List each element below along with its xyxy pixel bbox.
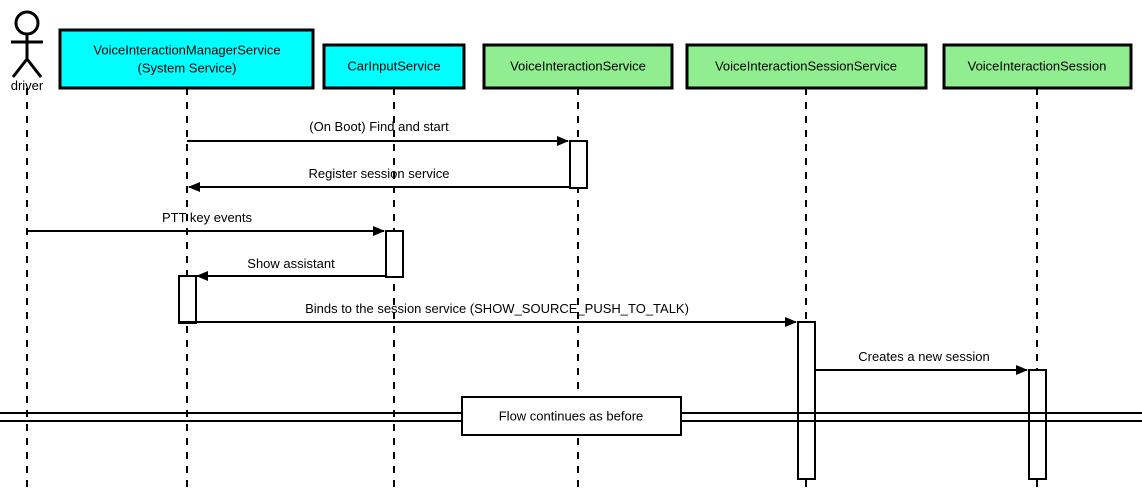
message-creates-a-new-session-label: Creates a new session xyxy=(858,349,990,364)
message-binds-to-session-service[interactable]: Binds to the session service (SHOW_SOURC… xyxy=(179,301,797,327)
participant-carinputservice-label: CarInputService xyxy=(347,58,440,73)
participant-voiceinteractionsessionservice[interactable]: VoiceInteractionSessionService xyxy=(685,43,928,90)
message-binds-to-session-service-label: Binds to the session service (SHOW_SOURC… xyxy=(305,301,689,316)
participant-vims-label-line1: VoiceInteractionManagerService xyxy=(93,42,280,57)
actor-left-leg-icon xyxy=(11,58,29,78)
message-ptt-key-events-label: PTT key events xyxy=(162,210,253,225)
note-flow-continues[interactable]: Flow continues as before xyxy=(461,396,682,436)
participant-voiceinteractionsessionservice-box[interactable] xyxy=(685,43,928,90)
note-flow-continues-label: Flow continues as before xyxy=(499,408,644,423)
actor-driver[interactable]: driver xyxy=(11,10,44,93)
actor-head-icon xyxy=(14,10,40,36)
message-show-assistant-label: Show assistant xyxy=(247,256,335,271)
participant-voiceinteractionservice[interactable]: VoiceInteractionService xyxy=(482,43,674,90)
message-show-assistant[interactable]: Show assistant xyxy=(196,256,386,281)
message-register-session-service-label: Register session service xyxy=(309,166,450,181)
message-ptt-key-events[interactable]: PTT key events xyxy=(27,210,385,236)
message-on-boot-find-and-start-label: (On Boot) Find and start xyxy=(309,119,449,134)
activation-carinputservice xyxy=(385,230,404,278)
message-creates-a-new-session[interactable]: Creates a new session xyxy=(815,349,1028,375)
participant-vims-label-line2: (System Service) xyxy=(138,60,237,75)
flow-divider xyxy=(0,412,1142,422)
participant-vims-box[interactable] xyxy=(58,28,315,90)
participant-voiceinteractionservice-label: VoiceInteractionService xyxy=(510,58,646,73)
note-flow-continues-box[interactable] xyxy=(461,396,682,436)
participant-carinputservice-box[interactable] xyxy=(322,43,466,90)
activation-vims xyxy=(178,275,197,324)
actor-driver-label: driver xyxy=(11,78,44,93)
participant-voiceinteractionsession[interactable]: VoiceInteractionSession xyxy=(942,43,1133,90)
message-on-boot-find-and-start[interactable]: (On Boot) Find and start xyxy=(187,119,569,146)
activation-voiceinteractionsession xyxy=(1028,369,1047,480)
participant-voiceinteractionsessionservice-label: VoiceInteractionSessionService xyxy=(715,58,897,73)
participant-vims[interactable]: VoiceInteractionManagerService (System S… xyxy=(58,28,315,90)
participant-voiceinteractionsession-box[interactable] xyxy=(942,43,1133,90)
actor-right-leg-icon xyxy=(25,58,43,78)
activation-voiceinteractionservice xyxy=(569,140,588,189)
participant-carinputservice[interactable]: CarInputService xyxy=(322,43,466,90)
message-register-session-service[interactable]: Register session service xyxy=(188,166,570,192)
activation-voiceinteractionsessionservice xyxy=(797,321,816,480)
participant-voiceinteractionservice-box[interactable] xyxy=(482,43,674,90)
participant-voiceinteractionsession-label: VoiceInteractionSession xyxy=(968,58,1107,73)
